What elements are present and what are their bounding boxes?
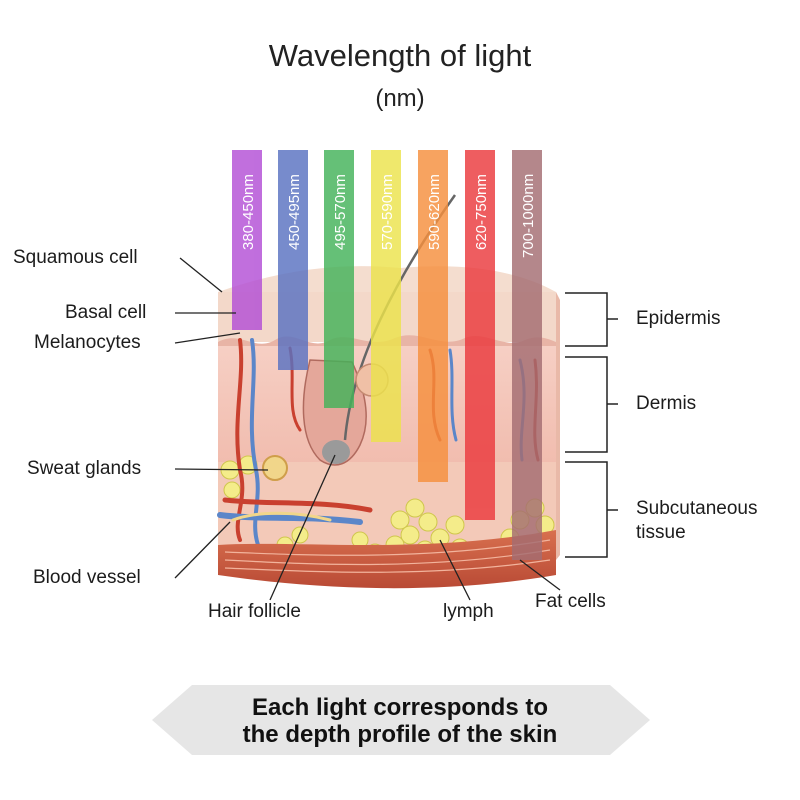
- label-squamous-cell: Squamous cell: [13, 247, 138, 268]
- band-label: 570-590nm: [379, 174, 396, 250]
- band-label: 495-570nm: [332, 174, 349, 250]
- band-bar-380-450: [232, 150, 262, 330]
- band-label: 590-620nm: [426, 174, 443, 250]
- band-bar-620-750: [465, 150, 495, 520]
- label-epidermis: Epidermis: [636, 308, 721, 329]
- label-blood-vessel: Blood vessel: [33, 567, 141, 588]
- band-bar-495-570: [324, 150, 354, 408]
- banner-line-2: the depth profile of the skin: [242, 721, 558, 748]
- diagram-title: Wavelength of light: [268, 38, 532, 73]
- diagram-subtitle: (nm): [375, 85, 425, 112]
- label-sweat-glands: Sweat glands: [27, 458, 142, 479]
- label-lymph: lymph: [443, 601, 494, 622]
- banner-background: [152, 685, 650, 755]
- band-bar-450-495: [278, 150, 308, 370]
- banner-line-1: Each light corresponds to: [251, 694, 549, 721]
- label-subcutaneous: Subcutaneous: [636, 498, 758, 519]
- band-bar-700-1000: [512, 150, 542, 560]
- label-hair-follicle: Hair follicle: [208, 601, 301, 622]
- label-basal-cell: Basal cell: [65, 302, 147, 323]
- band-label: 380-450nm: [240, 174, 257, 250]
- wavelength-bars: [232, 150, 542, 560]
- band-bar-570-590: [371, 150, 401, 442]
- label-melanocytes: Melanocytes: [34, 332, 141, 353]
- band-bar-590-620: [418, 150, 448, 482]
- leader-lines: [174, 257, 561, 601]
- band-label: 450-495nm: [286, 174, 303, 250]
- layer-brackets: [565, 292, 618, 558]
- band-label: 700-1000nm: [520, 174, 537, 258]
- label-fat-cells: Fat cells: [535, 591, 606, 612]
- label-dermis: Dermis: [636, 393, 697, 414]
- band-label: 620-750nm: [473, 174, 490, 250]
- label-tissue: tissue: [636, 522, 686, 543]
